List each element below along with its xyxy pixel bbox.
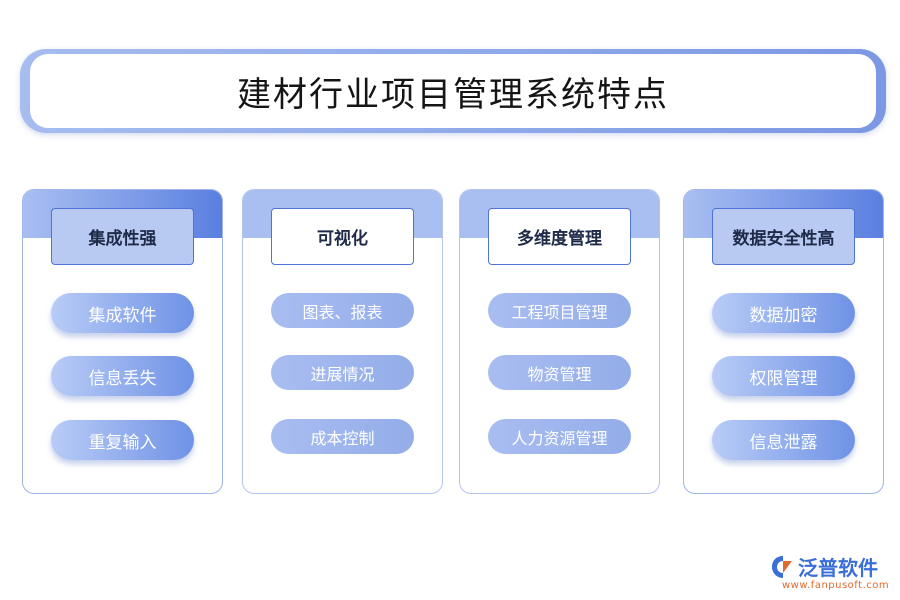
feature-item: 信息丢失 [51,356,194,396]
logo-name: 泛普软件 [798,556,878,580]
feature-card-1: 集成性强 集成软件 信息丢失 重复输入 [22,189,223,494]
page-title: 建材行业项目管理系统特点 [237,74,669,115]
title-banner: 建材行业项目管理系统特点 [30,54,876,128]
brand-logo: 泛普软件 www.fanpusoft.com [770,552,895,598]
feature-item: 成本控制 [271,419,414,454]
feature-item: 信息泄露 [712,420,855,460]
logo-url: www.fanpusoft.com [782,580,890,591]
feature-item: 集成软件 [51,293,194,333]
feature-card-2: 可视化 图表、报表 进展情况 成本控制 [242,189,443,494]
card-header: 集成性强 [51,208,194,265]
feature-item: 物资管理 [488,355,631,390]
feature-item: 重复输入 [51,420,194,460]
feature-item: 数据加密 [712,293,855,333]
feature-item: 权限管理 [712,356,855,396]
feature-item: 工程项目管理 [488,293,631,328]
card-header: 数据安全性高 [712,208,855,265]
feature-item: 进展情况 [271,355,414,390]
feature-item: 图表、报表 [271,293,414,328]
feature-card-4: 数据安全性高 数据加密 权限管理 信息泄露 [683,189,884,494]
logo-icon [772,556,792,578]
feature-card-3: 多维度管理 工程项目管理 物资管理 人力资源管理 [459,189,660,494]
card-header: 可视化 [271,208,414,265]
feature-item: 人力资源管理 [488,419,631,454]
card-header: 多维度管理 [488,208,631,265]
